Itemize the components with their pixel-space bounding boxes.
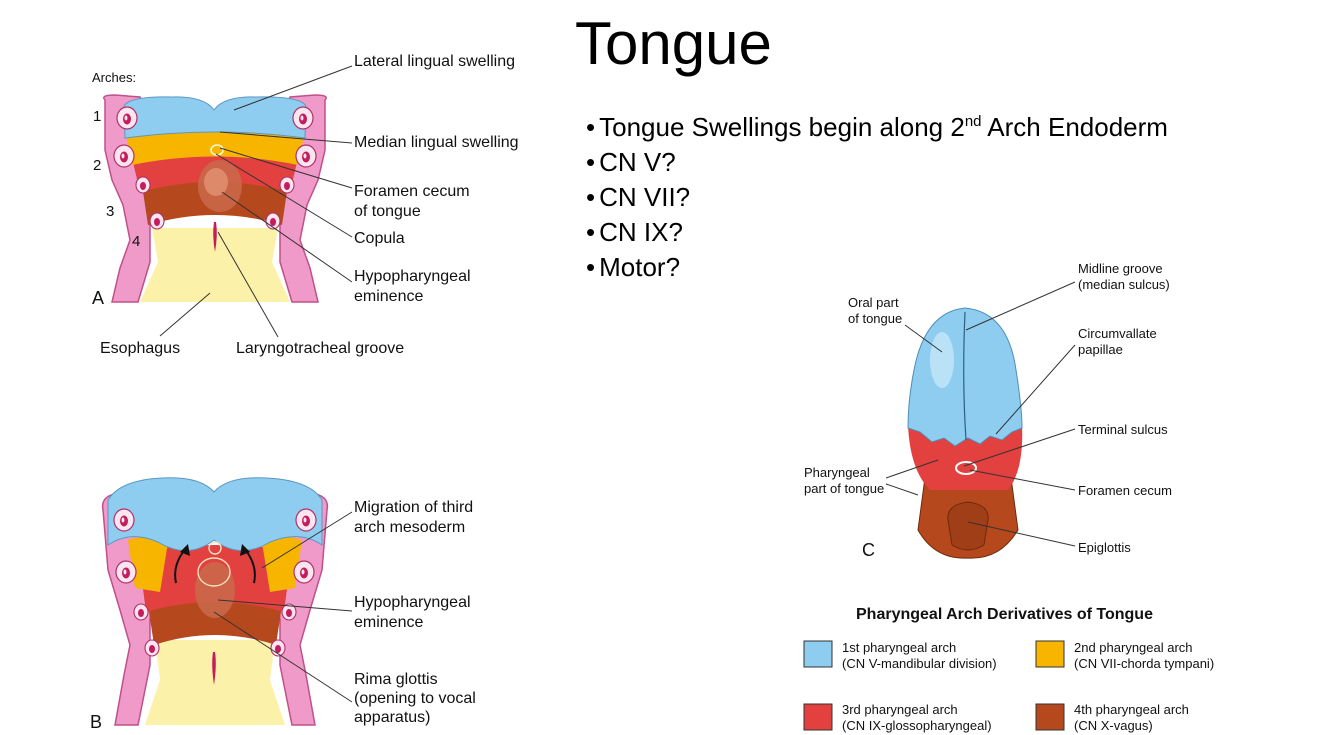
panel-letter-a: A: [92, 288, 104, 308]
legend-swatch-arch2: [1035, 640, 1065, 668]
panel-b-embryo: [101, 477, 329, 726]
label-epiglottis: Epiglottis: [1078, 540, 1131, 555]
label-oral-part: Oral part: [848, 295, 899, 310]
label-pharyngeal-part: part of tongue: [804, 481, 884, 496]
arch-number: 3: [106, 203, 114, 220]
label-copula: Copula: [354, 230, 405, 247]
label-pharyngeal-part: Pharyngeal: [804, 465, 870, 480]
label-foramen-cecum: Foramen cecum: [354, 183, 470, 200]
legend-swatch-arch1: [803, 640, 833, 668]
legend-item-nerve: (CN VII-chorda tympani): [1074, 656, 1214, 671]
label-rima-glottis: (opening to vocal: [354, 690, 476, 707]
arches-label: Arches:: [92, 70, 136, 85]
legend-item-name: 3rd pharyngeal arch: [842, 702, 958, 717]
panel-c-tongue: [907, 307, 1023, 559]
legend-item-name: 4th pharyngeal arch: [1074, 702, 1189, 717]
label-foramen-cecum-c: Foramen cecum: [1078, 483, 1172, 498]
legend-item-name: 2nd pharyngeal arch: [1074, 640, 1193, 655]
label-hypopharyngeal-eminence: eminence: [354, 288, 423, 305]
panel-letter-c: C: [862, 540, 875, 560]
label-laryngotracheal-groove: Laryngotracheal groove: [236, 340, 404, 357]
label-foramen-cecum: of tongue: [354, 203, 421, 220]
bullet-item: CN IX?: [586, 215, 1168, 250]
bullet-item: Motor?: [586, 250, 1168, 285]
label-lateral-lingual-swelling: Lateral lingual swelling: [354, 53, 515, 70]
arch-number: 4: [132, 233, 140, 250]
label-circumvallate-papillae: Circumvallate: [1078, 326, 1157, 341]
legend-item-nerve: (CN X-vagus): [1074, 718, 1153, 733]
bullet-item: CN V?: [586, 145, 1168, 180]
label-terminal-sulcus: Terminal sulcus: [1078, 422, 1168, 437]
label-hypopharyngeal-eminence: Hypopharyngeal: [354, 268, 471, 285]
label-migration-third-arch: Migration of third: [354, 499, 473, 516]
slide-title: Tongue: [575, 10, 772, 77]
label-rima-glottis: apparatus): [354, 709, 431, 726]
label-median-lingual-swelling: Median lingual swelling: [354, 134, 519, 151]
arch-number: 2: [93, 157, 101, 174]
bullet-item: CN VII?: [586, 180, 1168, 215]
label-midline-groove: (median sulcus): [1078, 277, 1170, 292]
label-oral-part: of tongue: [848, 311, 902, 326]
label-rima-glottis: Rima glottis: [354, 671, 438, 688]
bullet-item: Tongue Swellings begin along 2nd Arch En…: [586, 110, 1168, 145]
label-circumvallate-papillae: papillae: [1078, 342, 1123, 357]
panel-a-embryo: [103, 94, 327, 303]
legend-swatch-arch4: [1035, 703, 1065, 731]
legend-item-nerve: (CN V-mandibular division): [842, 656, 997, 671]
panel-letter-b: B: [90, 712, 102, 732]
arch-number: 1: [93, 108, 101, 125]
legend-swatch-arch3: [803, 703, 833, 731]
legend-title: Pharyngeal Arch Derivatives of Tongue: [856, 606, 1153, 623]
label-midline-groove: Midline groove: [1078, 261, 1163, 276]
bullet-list: Tongue Swellings begin along 2nd Arch En…: [586, 110, 1168, 285]
label-migration-third-arch: arch mesoderm: [354, 519, 465, 536]
label-hypopharyngeal-eminence-b: Hypopharyngeal: [354, 594, 471, 611]
legend-item-nerve: (CN IX-glossopharyngeal): [842, 718, 992, 733]
label-hypopharyngeal-eminence-b: eminence: [354, 614, 423, 631]
legend-item-name: 1st pharyngeal arch: [842, 640, 956, 655]
label-esophagus: Esophagus: [100, 340, 180, 357]
